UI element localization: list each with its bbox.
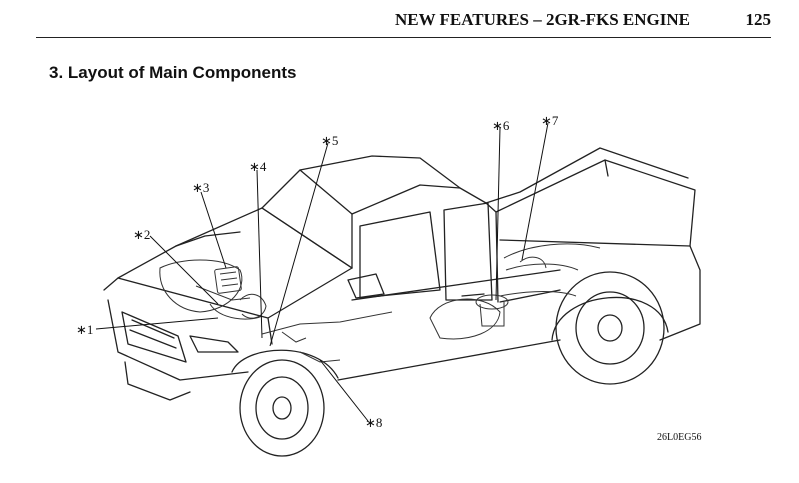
figure-code: 26L0EG56 bbox=[657, 432, 702, 443]
callout-7: ∗7 bbox=[541, 113, 559, 128]
callout-2: ∗2 bbox=[133, 227, 150, 242]
leader-line-3 bbox=[200, 191, 227, 269]
page-number: 125 bbox=[745, 10, 772, 29]
leader-line-8 bbox=[319, 359, 369, 422]
callout-leader-lines bbox=[95, 122, 549, 422]
section-title: 3. Layout of Main Components bbox=[49, 63, 297, 82]
header-rule bbox=[36, 37, 771, 38]
truck-illustration bbox=[103, 147, 701, 457]
leader-line-4 bbox=[256, 169, 263, 339]
callout-1: ∗1 bbox=[76, 322, 93, 337]
leader-line-7 bbox=[521, 122, 549, 261]
callout-4: ∗4 bbox=[249, 159, 267, 174]
leader-line-5 bbox=[269, 142, 329, 347]
callout-8: ∗8 bbox=[365, 415, 382, 430]
callout-labels: ∗1 ∗2 ∗3 ∗4 ∗5 ∗6 ∗7 ∗8 bbox=[76, 113, 559, 430]
engine-and-underbody-components bbox=[159, 243, 601, 363]
leader-line-6 bbox=[495, 127, 501, 301]
callout-3: ∗3 bbox=[192, 180, 209, 195]
callout-5: ∗5 bbox=[321, 133, 338, 148]
callout-6: ∗6 bbox=[492, 118, 510, 133]
leader-line-2 bbox=[149, 235, 219, 305]
leader-line-1 bbox=[95, 317, 219, 330]
header-title: NEW FEATURES – 2GR-FKS ENGINE bbox=[394, 10, 690, 29]
